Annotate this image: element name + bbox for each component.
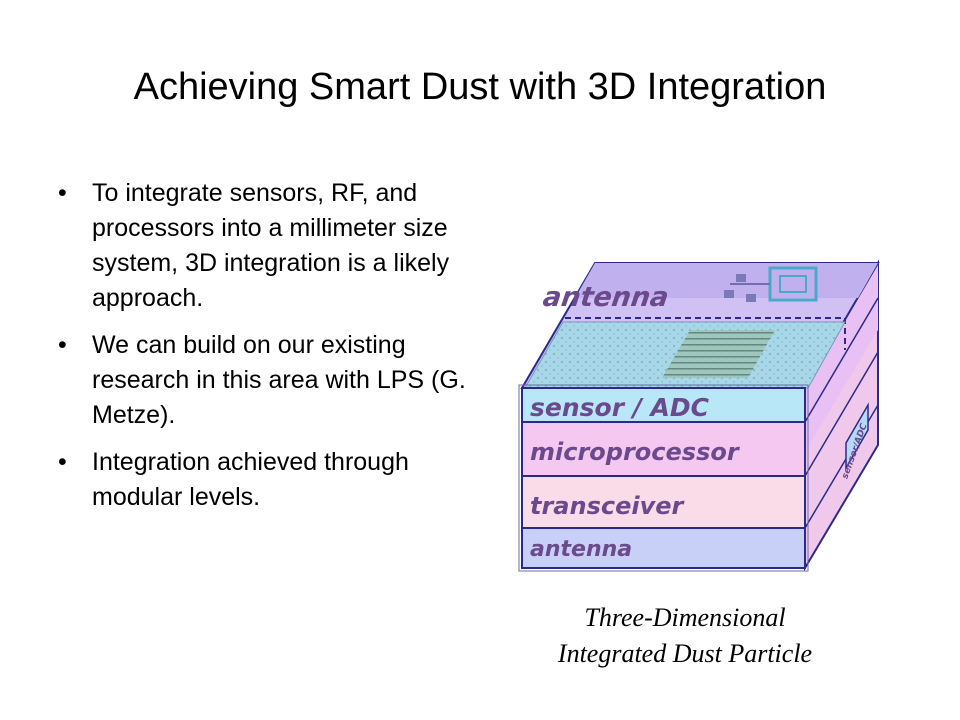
layer-label-antenna-bottom: antenna [530, 537, 632, 562]
bullet-text: To integrate sensors, RF, and processors… [92, 179, 450, 312]
bullet-marker: • [58, 331, 67, 359]
caption-line-2: Integrated Dust Particle [557, 639, 813, 668]
sensor-circuit [662, 330, 775, 378]
figure-caption: Three-Dimensional Integrated Dust Partic… [510, 600, 860, 672]
bullet-text: Integration achieved through modular lev… [92, 448, 409, 511]
caption-line-1: Three-Dimensional [584, 603, 786, 632]
bullet-marker: • [58, 179, 67, 207]
slide-title: Achieving Smart Dust with 3D Integration [133, 66, 827, 108]
top-antenna-label: antenna [541, 282, 671, 313]
side-label-strip [845, 402, 869, 471]
layer-microprocessor [521, 421, 806, 477]
layer-label-sensor-adc: sensor / ADC [530, 393, 710, 422]
layer-sensor-adc [521, 387, 806, 423]
bullet-text: We can build on our existing research in… [92, 331, 466, 429]
bullet-item: • To integrate sensors, RF, and processo… [58, 176, 478, 316]
bullet-list: • To integrate sensors, RF, and processo… [58, 176, 478, 527]
bullet-item: • We can build on our existing research … [58, 328, 478, 433]
side-face-upper [805, 263, 878, 452]
bullet-item: • Integration achieved through modular l… [58, 445, 478, 515]
layer-label-transceiver: transceiver [530, 492, 686, 520]
top-antenna-band [575, 263, 878, 298]
layer-transceiver [521, 475, 806, 529]
top-dashed-outline [565, 317, 846, 350]
layer-label-microprocessor: microprocessor [530, 438, 741, 466]
bullet-marker: • [58, 448, 67, 476]
layer-antenna-bottom [521, 527, 806, 569]
